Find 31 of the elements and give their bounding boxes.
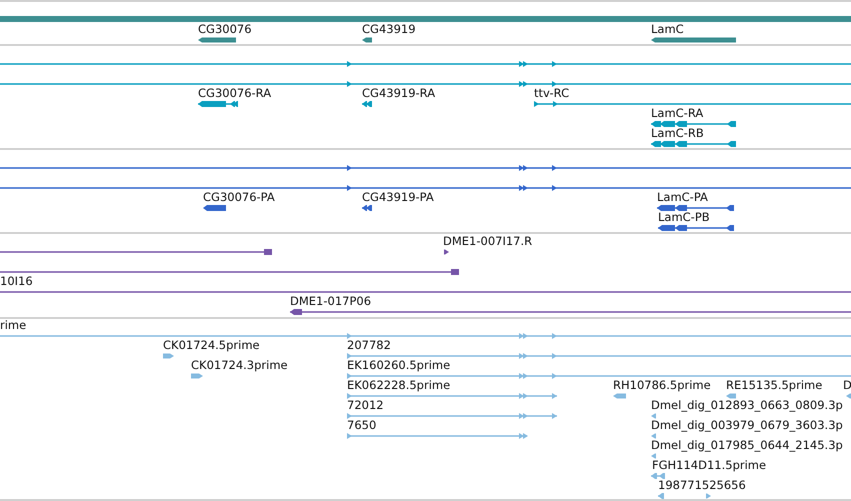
feature-label: CG30076: [198, 23, 252, 36]
feature-label: FGH114D11.5prime: [652, 459, 766, 472]
feature-label: 198771525656: [658, 479, 746, 492]
feature-label: RE15135.5prime: [726, 379, 822, 392]
feature-label: 207782: [347, 339, 391, 352]
feature-label: CG30076-PA: [203, 191, 275, 204]
feature-label: CG43919-RA: [362, 87, 436, 100]
feature-label: CK01724.5prime: [163, 339, 260, 352]
feature-label: CG30076-RA: [198, 87, 272, 100]
feature-label: CG43919-PA: [362, 191, 434, 204]
feature-label: EK160260.5prime: [347, 359, 450, 372]
feature-label: LamC: [651, 23, 684, 36]
feature-label: CK01724.3prime: [191, 359, 288, 372]
feature-label: Dmel_dig_017985_0644_2145.3p: [651, 439, 843, 452]
feature-label: LamC-PA: [657, 191, 708, 204]
feature-label: Dmel_dig_012893_0663_0809.3p: [651, 399, 843, 412]
feature-label: LamC-RB: [651, 127, 704, 140]
feature-label: 7650: [347, 419, 376, 432]
feature-label: Dmel_dig_003979_0679_3603.3p: [651, 419, 843, 432]
feature-label: rime: [0, 319, 26, 332]
feature-label: ttv-RC: [534, 87, 570, 100]
feature-label: EK062228.5prime: [347, 379, 450, 392]
feature-label: 10I16: [0, 275, 33, 288]
feature-label: 72012: [347, 399, 384, 412]
feature-label: LamC-PB: [658, 211, 710, 224]
feature-label: D: [843, 379, 851, 392]
feature-label: DME1-017P06: [290, 295, 372, 308]
feature-label: LamC-RA: [651, 107, 704, 120]
feature-label: CG43919: [362, 23, 416, 36]
feature-label: RH10786.5prime: [613, 379, 711, 392]
feature-label: DME1-007I17.R: [443, 235, 532, 248]
